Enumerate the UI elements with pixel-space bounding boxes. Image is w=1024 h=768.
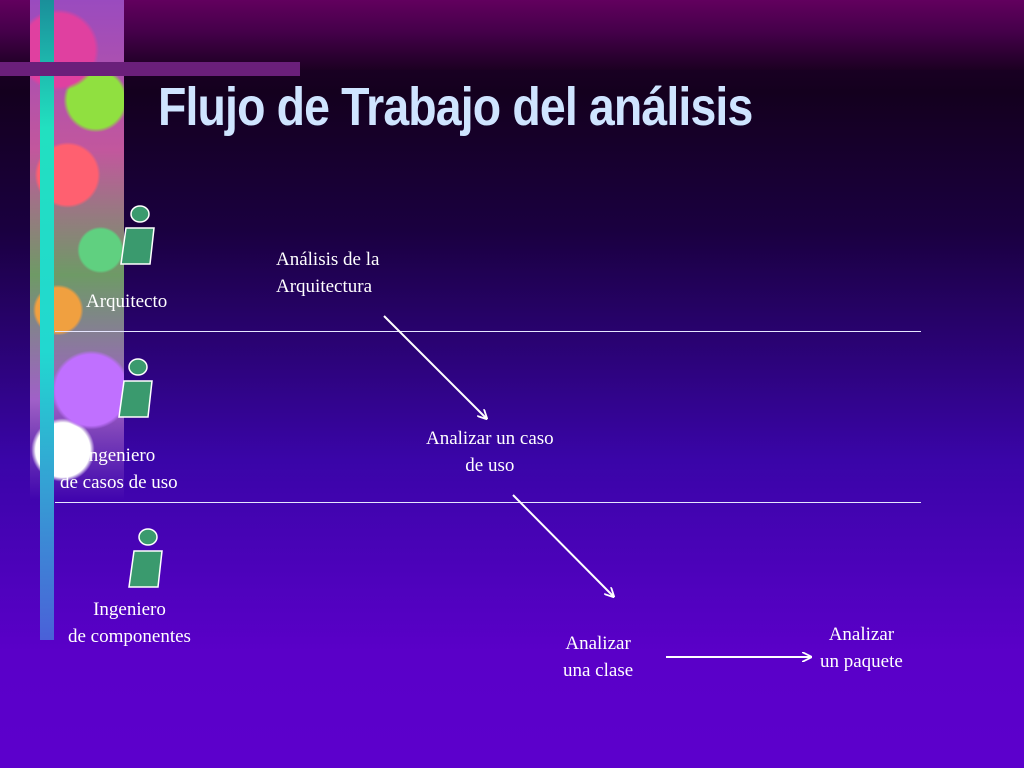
lane-separator <box>55 502 921 503</box>
activity-label-line: Analizar un caso <box>426 428 554 449</box>
activity-analisis-arquitectura: Análisis de la Arquitectura <box>276 246 379 300</box>
activity-analizar-paquete: Analizar un paquete <box>820 621 903 675</box>
decorative-teal-bar <box>40 0 54 640</box>
lane-separator <box>55 331 921 332</box>
actor-label-ingeniero-casos-uso: Ingeniero de casos de uso <box>60 442 178 496</box>
actor-label-line: de componentes <box>68 626 191 647</box>
arrow-arquitectura-to-caso-uso <box>383 315 486 418</box>
activity-label-line: Análisis de la <box>276 249 380 270</box>
activity-analizar-caso-uso: Analizar un caso de uso <box>426 425 554 479</box>
title-accent-bar <box>0 62 300 76</box>
worker-icon <box>118 358 153 418</box>
worker-icon <box>128 528 163 588</box>
activity-analizar-clase: Analizar una clase <box>563 630 633 684</box>
activity-label-line: de uso <box>465 455 515 476</box>
actor-label-line: Ingeniero <box>82 445 156 466</box>
arrow-caso-uso-to-clase <box>512 494 613 596</box>
top-band <box>0 0 1024 70</box>
activity-label-line: Analizar <box>565 633 631 654</box>
actor-label-line: de casos de uso <box>60 472 178 493</box>
activity-label-line: Arquitectura <box>276 276 373 297</box>
actor-label-line: Arquitecto <box>86 291 168 312</box>
actor-label-ingeniero-componentes: Ingeniero de componentes <box>68 596 191 650</box>
activity-label-line: Analizar <box>828 624 895 645</box>
slide-title: Flujo de Trabajo del análisis <box>158 77 753 137</box>
actor-label-arquitecto: Arquitecto <box>86 288 167 315</box>
worker-icon <box>120 205 155 265</box>
activity-label-line: un paquete <box>820 651 903 672</box>
activity-label-line: una clase <box>563 660 634 681</box>
actor-label-line: Ingeniero <box>93 599 166 620</box>
